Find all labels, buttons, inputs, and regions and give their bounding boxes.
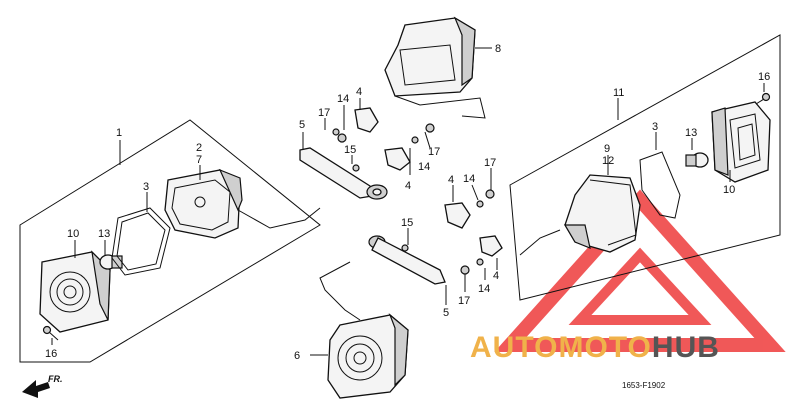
- watermark-part1: AUTOMOTO: [470, 331, 652, 364]
- right-lens: [711, 101, 771, 183]
- diagram-code: 1653-F1902: [622, 381, 666, 390]
- label-part-16-left: 16: [45, 348, 57, 360]
- top-bracket: [299, 147, 388, 200]
- right-screw: [755, 92, 771, 105]
- label-part-5-top: 5: [299, 119, 305, 131]
- label-part-3-right: 3: [652, 121, 658, 133]
- watermark-triangle-inner: [568, 247, 712, 325]
- label-part-17-d: 17: [458, 295, 470, 307]
- bottom-lens: [327, 313, 409, 399]
- left-assembly-frame: [19, 119, 321, 363]
- watermark-triangle-outer: [494, 189, 786, 352]
- watermark-logo: [494, 189, 786, 352]
- label-part-13-left: 13: [98, 228, 110, 240]
- top-housing: [384, 16, 486, 119]
- screws-top: [332, 128, 419, 172]
- label-part-4-c: 4: [448, 174, 454, 186]
- label-part-4-a: 4: [356, 86, 362, 98]
- label-part-5-bottom: 5: [443, 307, 449, 319]
- label-part-15-a: 15: [344, 144, 356, 156]
- bottom-bracket: [319, 235, 446, 321]
- nut-top: [337, 123, 435, 143]
- left-gasket: [111, 207, 171, 276]
- front-direction-indicator: FR.: [22, 374, 63, 398]
- label-part-3-left: 3: [143, 181, 149, 193]
- label-part-7: 7: [196, 154, 202, 166]
- label-part-10-left: 10: [67, 228, 79, 240]
- clip-top-lower: [384, 147, 411, 171]
- watermark-part2: HUB: [652, 331, 720, 364]
- label-part-15-b: 15: [401, 217, 413, 229]
- label-part-14-c: 14: [463, 173, 475, 185]
- label-part-14-b: 14: [418, 161, 430, 173]
- label-part-17-b: 17: [428, 146, 440, 158]
- right-gasket: [639, 151, 681, 219]
- label-part-9: 9: [604, 143, 610, 155]
- label-part-17-a: 17: [318, 107, 330, 119]
- label-part-10-right: 10: [723, 184, 735, 196]
- right-bulb: [685, 152, 709, 168]
- direction-label: FR.: [48, 374, 63, 384]
- left-screw: [42, 325, 59, 341]
- label-part-14-d: 14: [478, 283, 490, 295]
- label-part-4-d: 4: [493, 270, 499, 282]
- label-part-6: 6: [294, 350, 300, 362]
- right-assembly-frame: [509, 34, 781, 301]
- left-lens: [39, 250, 111, 333]
- label-part-14-a: 14: [337, 93, 349, 105]
- part-labels: 1 2 7 3 10 13 16 8 5 17 14 4 15 17 14 4 …: [45, 43, 770, 362]
- label-part-2: 2: [196, 142, 202, 154]
- label-part-12: 12: [602, 155, 614, 167]
- watermark-text: AUTOMOTOHUB: [470, 331, 720, 364]
- label-part-17-c: 17: [484, 157, 496, 169]
- label-part-8: 8: [495, 43, 501, 55]
- right-housing: [519, 174, 641, 256]
- label-part-13-right: 13: [685, 127, 697, 139]
- leader-lines: [51, 47, 765, 356]
- clips-middle: [401, 189, 503, 275]
- label-part-16-right: 16: [758, 71, 770, 83]
- arrow-icon: [22, 380, 50, 398]
- label-part-11: 11: [613, 87, 624, 99]
- label-part-1: 1: [116, 127, 122, 139]
- label-part-4-b: 4: [405, 180, 411, 192]
- clip-top-upper: [354, 107, 379, 133]
- left-housing: [164, 168, 321, 239]
